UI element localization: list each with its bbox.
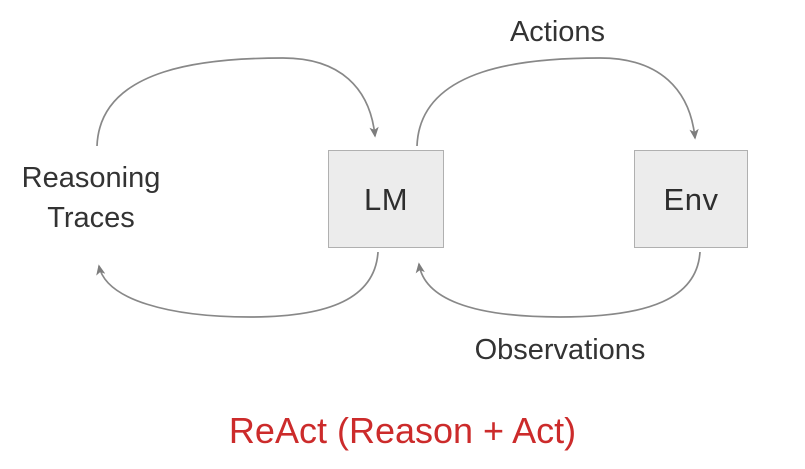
edge-label-reasoning-traces-line2: Traces: [47, 202, 135, 235]
node-env: Env: [634, 150, 748, 248]
edge-label-observations: Observations: [474, 334, 646, 366]
edge-label-actions: Actions: [509, 16, 606, 48]
edge-reasoning-traces-top-arc: [96, 57, 379, 147]
node-env-label: Env: [663, 181, 719, 217]
node-lm-label: LM: [363, 181, 409, 217]
edge-label-reasoning-traces: Reasoning Traces: [0, 158, 182, 238]
edge-label-reasoning-traces-line1: Reasoning: [21, 162, 161, 194]
diagram-caption: ReAct (Reason + Act): [228, 410, 577, 451]
edge-observations-arc: [415, 251, 701, 318]
edge-actions-arc: [416, 57, 699, 147]
node-lm: LM: [328, 150, 444, 248]
edge-reasoning-traces-bottom-arc: [96, 251, 379, 318]
